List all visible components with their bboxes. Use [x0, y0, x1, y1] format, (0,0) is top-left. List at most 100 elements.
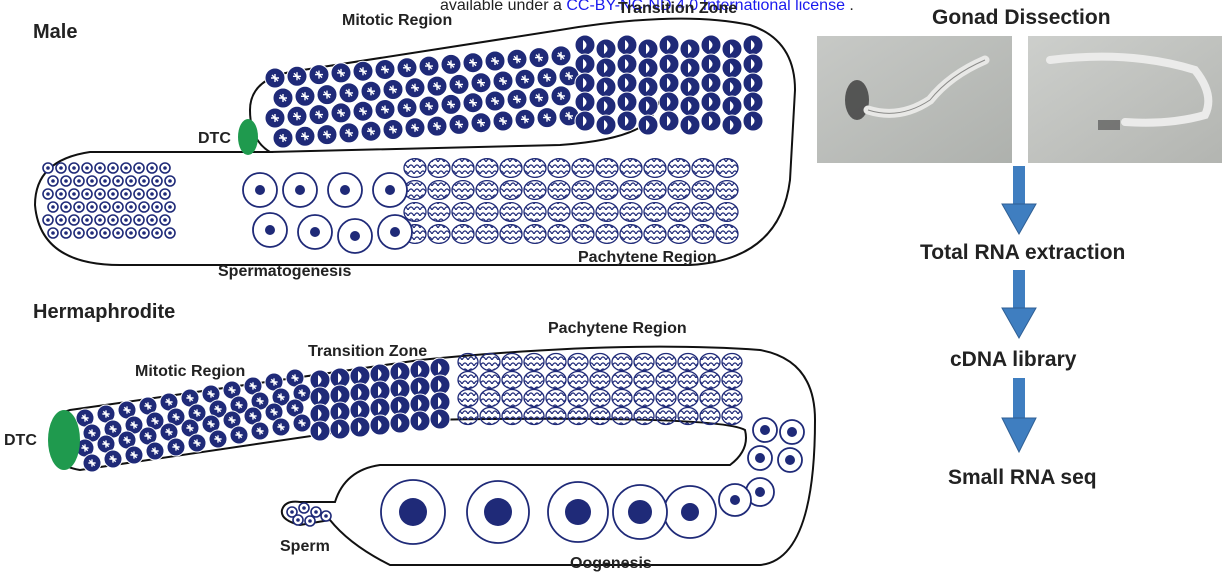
- male-mitotic-cell: [309, 105, 329, 125]
- male-sperm: [43, 215, 53, 225]
- herm-transition-cell: [430, 409, 450, 429]
- herm-oocyte: [548, 482, 608, 542]
- herm-pachytene-cell: [546, 390, 566, 407]
- male-mitotic-cell: [537, 108, 557, 128]
- herm-pachytene-cell: [656, 408, 676, 425]
- herm-sperm: [305, 516, 315, 526]
- male-transition-cell: [659, 111, 679, 131]
- male-mitotic-cell: [405, 78, 425, 98]
- male-pachytene-cell: [716, 181, 738, 200]
- male-mitotic-cell: [419, 96, 439, 116]
- male-mitotic-cell: [397, 98, 417, 118]
- male-spermatocyte: [243, 173, 277, 207]
- male-sperm: [152, 202, 162, 212]
- male-sperm: [74, 176, 84, 186]
- herm-pachytene-cell: [634, 408, 654, 425]
- male-transition-cell: [701, 54, 721, 74]
- male-mitotic-cell: [317, 85, 337, 105]
- male-spermatocyte: [253, 213, 287, 247]
- male-pachytene-cell: [668, 203, 690, 222]
- male-pachytene-cell: [548, 181, 570, 200]
- male-sperm: [48, 202, 58, 212]
- herm-pachytene-cell: [700, 390, 720, 407]
- herm-oocyte: [778, 448, 802, 472]
- male-transition-cell: [575, 35, 595, 55]
- herm-pachytene-cell: [568, 408, 588, 425]
- herm-mitotic-cell: [104, 450, 122, 468]
- herm-oocyte: [753, 418, 777, 442]
- male-mitotic-cell: [309, 65, 329, 85]
- male-sperm: [134, 189, 144, 199]
- male-mitotic-cell: [515, 69, 535, 89]
- male-pachytene-cell: [716, 203, 738, 222]
- male-pachytene-cell: [452, 159, 474, 178]
- male-transition-cell: [638, 77, 658, 97]
- male-mitotic-cell: [317, 125, 337, 145]
- herm-oocyte: [381, 480, 445, 544]
- male-mitotic-cell: [265, 68, 285, 88]
- male-transition-cell: [701, 35, 721, 55]
- herm-transition-cell: [410, 411, 430, 431]
- herm-mitotic-cell: [272, 418, 290, 436]
- workflow-arrow-3: [1002, 378, 1036, 452]
- male-sperm: [113, 228, 123, 238]
- herm-sperm-label: Sperm: [280, 538, 330, 555]
- male-pachytene-cell: [572, 181, 594, 200]
- male-spermatocyte: [298, 215, 332, 249]
- male-mitotic-cell: [493, 111, 513, 131]
- male-mitotic-label: Mitotic Region: [342, 12, 452, 29]
- male-sperm: [165, 202, 175, 212]
- herm-pachytene-cell: [722, 390, 742, 407]
- male-transition-cell: [722, 58, 742, 78]
- male-transition-cell: [743, 111, 763, 131]
- workflow-step-1: Total RNA extraction: [920, 241, 1125, 264]
- male-sperm: [121, 215, 131, 225]
- male-sperm: [108, 215, 118, 225]
- herm-pachytene-cell: [524, 372, 544, 389]
- male-spermatocyte: [328, 173, 362, 207]
- male-transition-cell: [596, 115, 616, 135]
- male-mitotic-cell: [295, 126, 315, 146]
- herm-pachytene-cell: [480, 408, 500, 425]
- male-pachytene-cell: [404, 159, 426, 178]
- male-transition-cell: [680, 58, 700, 78]
- herm-pachytene-cell: [590, 354, 610, 371]
- herm-sperm: [321, 511, 331, 521]
- male-spermatocyte: [378, 215, 412, 249]
- male-sperm: [121, 163, 131, 173]
- male-sperm: [82, 163, 92, 173]
- male-sperm: [165, 176, 175, 186]
- male-transition-cell: [638, 39, 658, 59]
- herm-pachytene-cell: [678, 408, 698, 425]
- male-sperm: [82, 189, 92, 199]
- male-sperm: [61, 202, 71, 212]
- male-transition-cell: [659, 73, 679, 93]
- male-mitotic-cell: [273, 128, 293, 148]
- herm-oocyte: [664, 486, 716, 538]
- male-pachytene-cell: [668, 181, 690, 200]
- male-sperm: [108, 189, 118, 199]
- male-mitotic-cell: [273, 88, 293, 108]
- herm-mitotic-label: Mitotic Region: [135, 363, 245, 380]
- male-pachytene-cell: [452, 225, 474, 244]
- male-pachytene-cell: [500, 181, 522, 200]
- herm-pachytene-cell: [722, 372, 742, 389]
- herm-pachytene-cell: [458, 390, 478, 407]
- male-mitotic-cell: [353, 101, 373, 121]
- herm-mitotic-cell: [251, 422, 269, 440]
- male-transition-cell: [659, 54, 679, 74]
- male-pachytene-cell: [476, 181, 498, 200]
- male-spermatocyte: [283, 173, 317, 207]
- herm-pachytene-cell: [546, 354, 566, 371]
- herm-mitotic-cell: [167, 438, 185, 456]
- male-pachytene-cell: [692, 181, 714, 200]
- male-mitotic-cell: [427, 76, 447, 96]
- herm-oocyte: [719, 484, 751, 516]
- male-mitotic-cell: [529, 48, 549, 68]
- male-mitotic-cell: [551, 46, 571, 66]
- male-transition-cell: [596, 96, 616, 116]
- herm-oocyte: [748, 446, 772, 470]
- herm-pachytene-cell: [634, 372, 654, 389]
- herm-pachytene-cell: [612, 372, 632, 389]
- herm-transition-cell: [390, 413, 410, 433]
